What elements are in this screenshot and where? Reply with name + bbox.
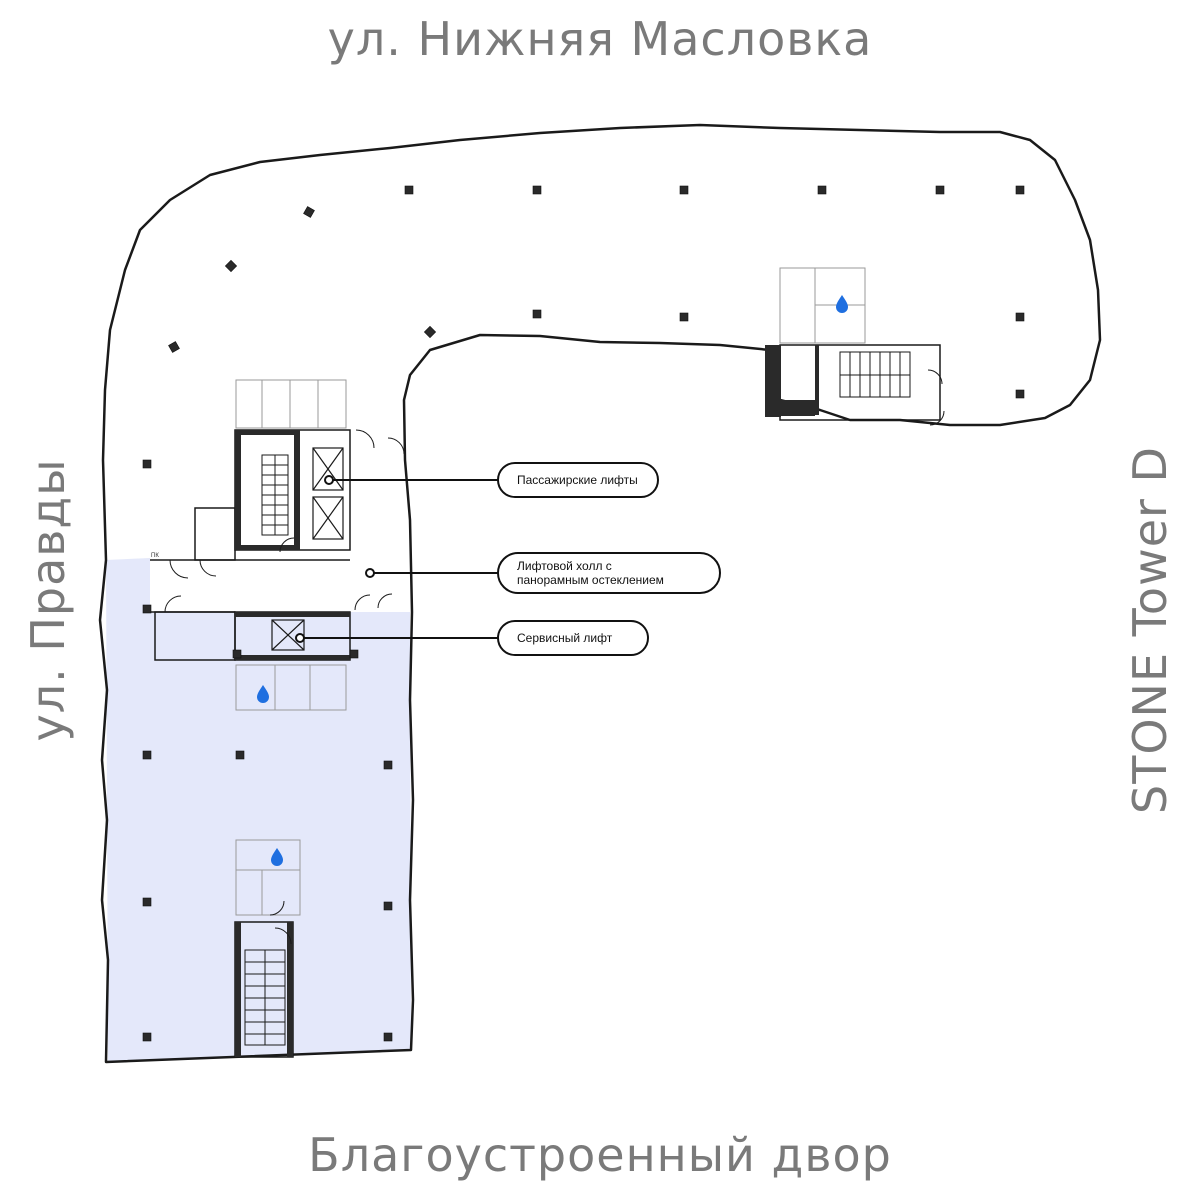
callout-service-lift-label: Сервисный лифт [517, 631, 613, 645]
callout-passenger-lifts[interactable]: Пассажирские лифты [497, 462, 659, 498]
callout-lift-hall-line1: Лифтовой холл с [517, 559, 612, 573]
highlighted-office-area [106, 558, 411, 1062]
building-outline [98, 123, 1102, 1064]
callout-lift-hall-line2: панорамным остеклением [517, 573, 664, 587]
street-label-west: ул. Правды [21, 458, 75, 742]
water-drop-icon [257, 685, 269, 703]
column-marker-icon [142, 185, 1025, 1042]
door-swing-icon [164, 369, 945, 945]
water-drop-icon [836, 295, 848, 313]
staircase-icon [261, 454, 289, 536]
water-drop-icon [271, 848, 283, 866]
staircase-icon [244, 949, 286, 1046]
thick-walls [235, 345, 819, 1057]
callout-service-lift[interactable]: Сервисный лифт [497, 620, 649, 656]
restroom-blocks [235, 267, 866, 916]
callout-leaders [295, 475, 499, 643]
elevator-shaft-icon [312, 447, 344, 540]
staircase-icon [839, 351, 911, 398]
street-label-south: Благоустроенный двор [308, 1128, 892, 1182]
callout-lift-hall[interactable]: Лифтовой холл с панорамным остеклением [497, 552, 721, 594]
street-label-east: STONE Tower D [1123, 446, 1177, 814]
pk-label: ПК [151, 553, 159, 559]
callout-passenger-lifts-label: Пассажирские лифты [517, 473, 638, 487]
street-label-north: ул. Нижняя Масловка [327, 12, 873, 66]
